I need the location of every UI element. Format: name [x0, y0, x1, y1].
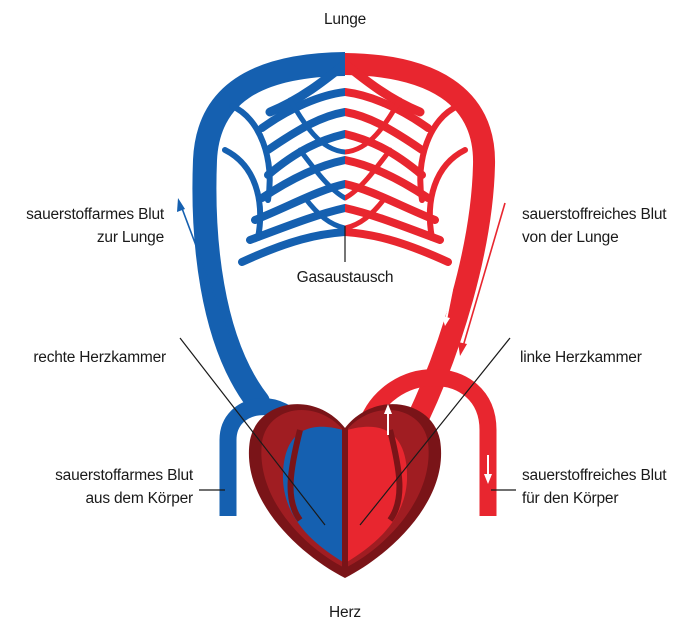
- lung-network: [204, 64, 484, 418]
- label-right-ventricle: rechte Herzkammer: [4, 346, 166, 369]
- label-deoxy-to-lung: sauerstoffarmes Blut zur Lunge: [4, 203, 164, 249]
- label-left-ventricle: linke Herzkammer: [520, 346, 680, 369]
- label-oxy-from-lung: sauerstoffreiches Blut von der Lunge: [522, 203, 687, 249]
- label-oxy-to-body: sauerstoffreiches Blut für den Körper: [522, 464, 687, 510]
- label-deoxy-from-body: sauerstoffarmes Blut aus dem Körper: [4, 464, 193, 510]
- label-heart: Herz: [300, 601, 390, 624]
- label-lung: Lunge: [300, 8, 390, 31]
- label-gas-exchange: Gasaustausch: [280, 266, 410, 289]
- heart: [249, 404, 441, 578]
